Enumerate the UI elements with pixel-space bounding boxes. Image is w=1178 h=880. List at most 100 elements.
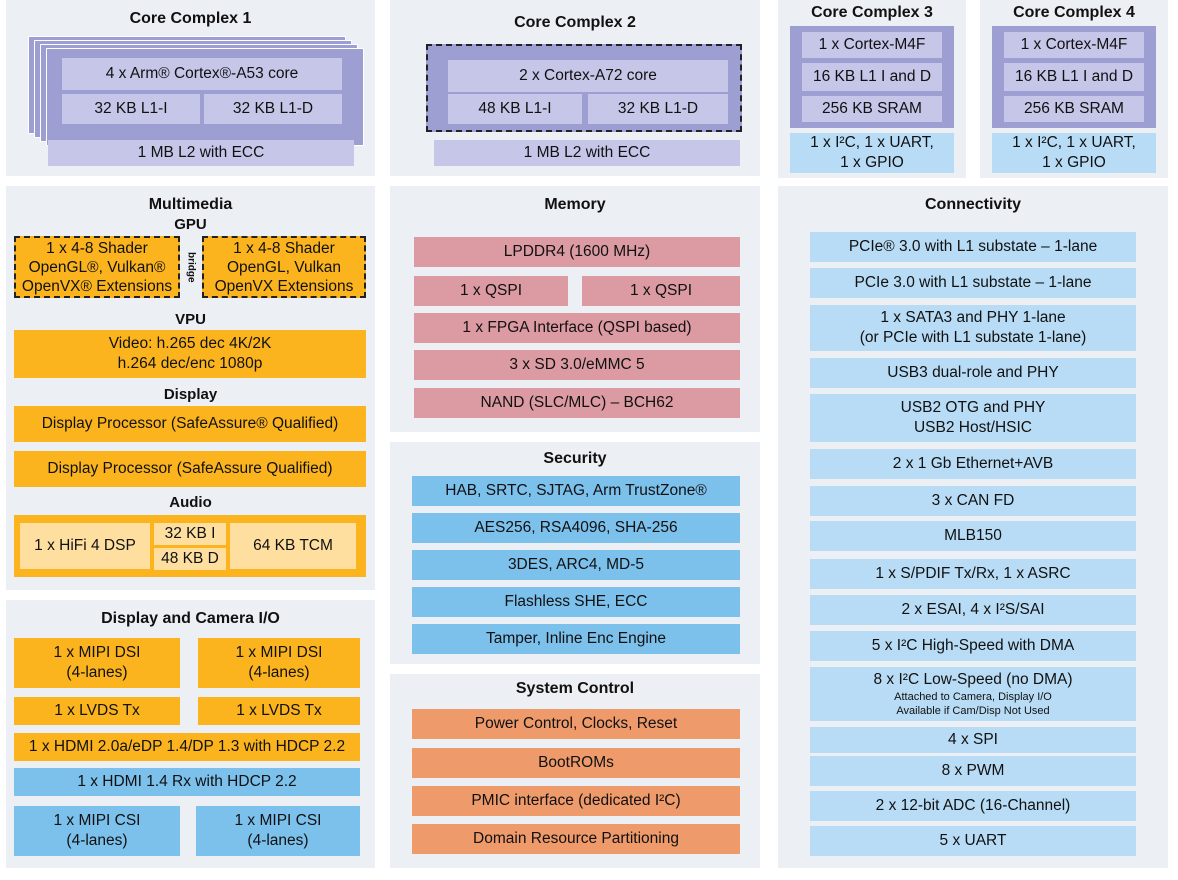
sd-emmc-label: 3 x SD 3.0/eMMC 5 [509, 356, 645, 373]
mipi-csi-2-box: 1 x MIPI CSI (4-lanes) [196, 806, 360, 856]
gpu-1-line: OpenGL®, Vulkan® [28, 258, 166, 276]
a72-core-label: 2 x Cortex-A72 core [519, 67, 657, 84]
gpu-1-line: 1 x 4-8 Shader [46, 239, 148, 257]
usb3-label: USB3 dual-role and PHY [887, 364, 1059, 381]
system-control-panel: System Control Power Control, Clocks, Re… [390, 674, 760, 868]
usb2-line: USB2 OTG and PHY [900, 399, 1046, 416]
core-complex-2-panel: Core Complex 2 2 x Cortex-A72 core 48 KB… [390, 0, 760, 176]
adc-box: 2 x 12-bit ADC (16-Channel) [810, 791, 1136, 821]
hifi-dsp-box: 1 x HiFi 4 DSP [20, 523, 150, 569]
adc-label: 2 x 12-bit ADC (16-Channel) [875, 797, 1071, 814]
a72-core-box: 2 x Cortex-A72 core [448, 60, 728, 92]
uart-box: 5 x UART [810, 826, 1136, 856]
audio-title: Audio [169, 494, 212, 511]
m4f-core-box: 1 x Cortex-M4F [1004, 32, 1144, 58]
core-complex-3-panel: Core Complex 3 1 x Cortex-M4F 16 KB L1 I… [778, 0, 966, 178]
vpu-line: Video: h.265 dec 4K/2K [108, 335, 272, 352]
l2-label: 1 MB L2 with ECC [137, 144, 265, 161]
l1-box: 16 KB L1 I and D [802, 63, 942, 91]
mipi-csi-line: (4-lanes) [247, 832, 309, 849]
system-control-item-label: Domain Resource Partitioning [473, 830, 679, 847]
mipi-csi-line: 1 x MIPI CSI [234, 812, 322, 829]
display-camera-io-panel: Display and Camera I/O 1 x MIPI DSI (4-l… [6, 600, 375, 868]
vpu-box: Video: h.265 dec 4K/2K h.264 dec/enc 108… [14, 330, 366, 378]
display-processor-1-box: Display Processor (SafeAssure® Qualified… [14, 406, 366, 442]
usb2-box: USB2 OTG and PHY USB2 Host/HSIC [810, 394, 1136, 442]
dcache-label: 48 KB D [161, 550, 219, 567]
io-line-2: 1 x GPIO [1042, 154, 1106, 171]
spi-label: 4 x SPI [948, 731, 998, 748]
mlb-label: MLB150 [944, 527, 1002, 544]
system-control-item-label: BootROMs [538, 754, 614, 771]
qspi-1-label: 1 x QSPI [459, 282, 523, 299]
mipi-dsi-line: 1 x MIPI DSI [53, 644, 141, 661]
pwm-box: 8 x PWM [810, 756, 1136, 786]
l1i-box: 48 KB L1-I [448, 94, 582, 124]
i2c-ls-note: Available if Cam/Disp Not Used [896, 705, 1050, 717]
connectivity-title: Connectivity [924, 196, 1021, 213]
sata-line: (or PCIe with L1 substate 1-lane) [859, 329, 1087, 346]
gpu-2-line: OpenVX Extensions [214, 277, 354, 295]
system-control-item-label: Power Control, Clocks, Reset [474, 715, 678, 732]
gpu-1-box: 1 x 4-8 Shader OpenGL®, Vulkan® OpenVX® … [14, 236, 180, 298]
display-processor-2-box: Display Processor (SafeAssure Qualified) [14, 451, 366, 487]
mipi-csi-line: (4-lanes) [66, 832, 128, 849]
lvds-2-box: 1 x LVDS Tx [198, 697, 360, 725]
system-control-item: Domain Resource Partitioning [412, 824, 740, 854]
dcache-box: 48 KB D [154, 548, 226, 570]
mipi-csi-1-box: 1 x MIPI CSI (4-lanes) [14, 806, 180, 856]
security-item-label: HAB, SRTC, SJTAG, Arm TrustZone® [445, 482, 707, 499]
security-item: Tamper, Inline Enc Engine [412, 624, 740, 654]
lpddr4-box: LPDDR4 (1600 MHz) [414, 237, 740, 267]
gpu-2-line: 1 x 4-8 Shader [233, 239, 335, 257]
i2c-hs-box: 5 x I²C High-Speed with DMA [810, 631, 1136, 661]
system-control-item-label: PMIC interface (dedicated I²C) [471, 792, 681, 809]
pcie-1-label: PCIe® 3.0 with L1 substate – 1-lane [848, 238, 1098, 255]
io-line-1: 1 x I²C, 1 x UART, [1012, 134, 1136, 151]
sram-label: 256 KB SRAM [1024, 100, 1124, 117]
security-item: AES256, RSA4096, SHA-256 [412, 513, 740, 543]
esai-label: 2 x ESAI, 4 x I²S/SAI [901, 601, 1045, 618]
mlb-box: MLB150 [810, 521, 1136, 551]
system-control-item: PMIC interface (dedicated I²C) [412, 786, 740, 816]
l1i-box: 32 KB L1-I [62, 94, 200, 124]
security-item-label: AES256, RSA4096, SHA-256 [474, 519, 678, 536]
hdmi-rx-label: 1 x HDMI 1.4 Rx with HDCP 2.2 [77, 773, 297, 790]
hdmi-tx-label: 1 x HDMI 2.0a/eDP 1.4/DP 1.3 with HDCP 2… [28, 738, 346, 755]
a53-core-label: 4 x Arm® Cortex®-A53 core [105, 65, 299, 82]
can-box: 3 x CAN FD [810, 486, 1136, 516]
spdif-box: 1 x S/PDIF Tx/Rx, 1 x ASRC [810, 559, 1136, 589]
multimedia-title: Multimedia [148, 196, 233, 213]
security-item: Flashless SHE, ECC [412, 587, 740, 617]
security-title: Security [543, 450, 607, 467]
mipi-dsi-line: 1 x MIPI DSI [235, 644, 323, 661]
lvds-1-label: 1 x LVDS Tx [54, 702, 140, 719]
core-complex-1-panel: Core Complex 1 4 x Arm® Cortex®-A53 core… [6, 0, 375, 176]
qspi-2-box: 1 x QSPI [582, 276, 740, 306]
usb2-line: USB2 Host/HSIC [913, 419, 1032, 436]
gpu-title: GPU [174, 216, 207, 233]
io-box: 1 x I²C, 1 x UART, 1 x GPIO [790, 133, 954, 173]
security-item: HAB, SRTC, SJTAG, Arm TrustZone® [412, 476, 740, 506]
pwm-label: 8 x PWM [941, 762, 1005, 779]
l1d-label: 32 KB L1-D [232, 100, 314, 117]
core-complex-3-title: Core Complex 3 [811, 4, 933, 21]
pcie-2-label: PCIe 3.0 with L1 substate – 1-lane [854, 274, 1092, 291]
vpu-title: VPU [175, 311, 206, 328]
l1i-label: 48 KB L1-I [478, 100, 552, 117]
l1d-box: 32 KB L1-D [204, 94, 342, 124]
lpddr4-label: LPDDR4 (1600 MHz) [503, 243, 651, 260]
bridge-label: bridge [185, 251, 197, 283]
sram-box: 256 KB SRAM [802, 96, 942, 122]
spi-box: 4 x SPI [810, 727, 1136, 753]
security-panel: Security HAB, SRTC, SJTAG, Arm TrustZone… [390, 442, 760, 664]
hdmi-tx-box: 1 x HDMI 2.0a/eDP 1.4/DP 1.3 with HDCP 2… [14, 733, 360, 761]
i2c-hs-label: 5 x I²C High-Speed with DMA [871, 637, 1075, 654]
vpu-line: h.264 dec/enc 1080p [117, 355, 263, 372]
i2c-ls-line: 8 x I²C Low-Speed (no DMA) [873, 671, 1073, 688]
core-complex-4-panel: Core Complex 4 1 x Cortex-M4F 16 KB L1 I… [980, 0, 1168, 178]
tcm-box: 64 KB TCM [230, 523, 356, 569]
spdif-label: 1 x S/PDIF Tx/Rx, 1 x ASRC [875, 565, 1071, 582]
icache-box: 32 KB I [154, 523, 226, 545]
lvds-2-label: 1 x LVDS Tx [236, 702, 322, 719]
